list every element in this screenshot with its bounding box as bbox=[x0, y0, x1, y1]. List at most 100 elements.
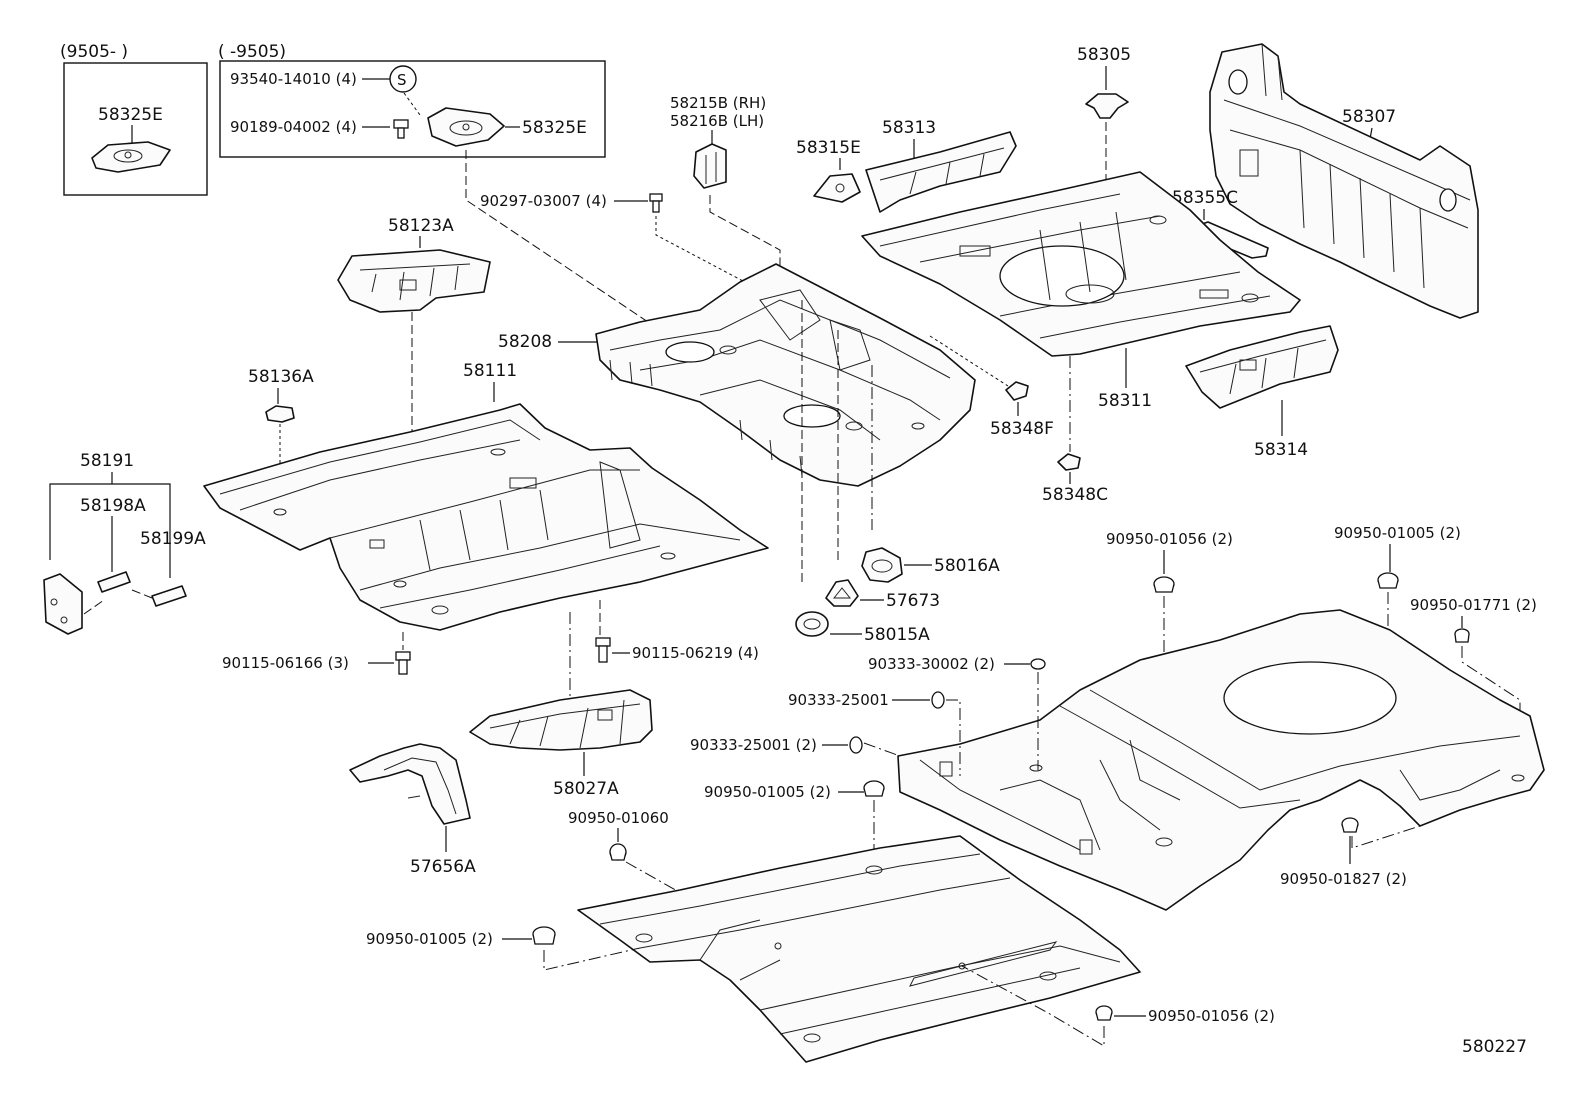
grommet-90950-01060-icon bbox=[609, 843, 627, 861]
part-58136A bbox=[265, 405, 295, 423]
label-58216B: 58216B (LH) bbox=[670, 112, 764, 130]
part-58325E bbox=[427, 107, 505, 147]
part-58325E-inset bbox=[91, 141, 171, 173]
label-90950-01771: 90950-01771 (2) bbox=[1410, 596, 1537, 614]
label-58355C: 58355C bbox=[1172, 188, 1238, 208]
label-57673: 57673 bbox=[886, 591, 940, 611]
part-58305 bbox=[1085, 93, 1129, 119]
label-90333-25001-2: 90333-25001 (2) bbox=[690, 736, 817, 754]
label-58027A: 58027A bbox=[553, 779, 619, 799]
label-58311: 58311 bbox=[1098, 391, 1152, 411]
date-range-right: ( -9505) bbox=[218, 42, 286, 62]
grommet-90950-01056-bot-icon bbox=[1095, 1005, 1113, 1021]
inset-box-right bbox=[219, 60, 606, 158]
label-90189-04002: 90189-04002 (4) bbox=[230, 118, 357, 136]
inset-box-left bbox=[63, 62, 208, 196]
guide-line bbox=[863, 742, 901, 757]
label-58208: 58208 bbox=[498, 332, 552, 352]
label-58348F: 58348F bbox=[990, 419, 1054, 439]
label-93540-14010: 93540-14010 (4) bbox=[230, 70, 357, 88]
label-58015A: 58015A bbox=[864, 625, 930, 645]
label-90333-25001: 90333-25001 bbox=[788, 691, 889, 709]
label-90115-06219: 90115-06219 (4) bbox=[632, 644, 759, 662]
part-58123A bbox=[337, 249, 491, 313]
part-58199A bbox=[151, 585, 187, 607]
label-90950-01827: 90950-01827 (2) bbox=[1280, 870, 1407, 888]
grommet-90950-01005-mid-icon bbox=[863, 780, 885, 797]
label-90115-06166: 90115-06166 (3) bbox=[222, 654, 349, 672]
label-58198A: 58198A bbox=[80, 496, 146, 516]
part-58111 bbox=[203, 403, 769, 631]
label-90950-01060: 90950-01060 bbox=[568, 809, 669, 827]
label-58348C: 58348C bbox=[1042, 485, 1108, 505]
part-57656A bbox=[349, 743, 471, 825]
label-58315E: 58315E bbox=[796, 138, 861, 158]
bracket-58191 bbox=[49, 483, 171, 578]
part-58191 bbox=[43, 573, 83, 635]
label-58215B: 58215B (RH) bbox=[670, 94, 766, 112]
label-90950-01005-top: 90950-01005 (2) bbox=[1334, 524, 1461, 542]
label-58191: 58191 bbox=[80, 451, 134, 471]
screw-90189-icon bbox=[393, 119, 409, 139]
label-58325E: 58325E bbox=[522, 118, 587, 138]
guide-line bbox=[655, 216, 761, 291]
carpet-rear bbox=[897, 609, 1545, 911]
bolt-90115-06219-icon bbox=[595, 637, 611, 663]
label-57656A: 57656A bbox=[410, 857, 476, 877]
part-58311 bbox=[861, 171, 1301, 357]
guide-line bbox=[1351, 825, 1421, 849]
guide-line bbox=[625, 861, 779, 949]
label-58136A: 58136A bbox=[248, 367, 314, 387]
grommet-90950-01771-icon bbox=[1454, 628, 1470, 643]
label-58123A: 58123A bbox=[388, 216, 454, 236]
part-58348F bbox=[1005, 381, 1029, 401]
clip-90333-25001-icon bbox=[931, 691, 945, 709]
part-58314 bbox=[1185, 325, 1339, 409]
plug-58015A bbox=[795, 611, 829, 637]
label-90950-01005-mid: 90950-01005 (2) bbox=[704, 783, 831, 801]
grommet-90950-01005-bot-icon bbox=[532, 926, 556, 945]
grommet-90950-01827-icon bbox=[1341, 817, 1359, 833]
guide-line bbox=[465, 150, 661, 331]
diagram-id: 580227 bbox=[1462, 1037, 1527, 1057]
label-58016A: 58016A bbox=[934, 556, 1000, 576]
date-range-left: (9505- ) bbox=[60, 42, 128, 62]
label-58307: 58307 bbox=[1342, 107, 1396, 127]
s-symbol-text: S bbox=[397, 71, 407, 89]
clip-90333-30002-icon bbox=[1030, 658, 1046, 670]
guide-line bbox=[403, 92, 421, 116]
label-58314: 58314 bbox=[1254, 440, 1308, 460]
label-58111: 58111 bbox=[463, 361, 517, 381]
guide-line bbox=[961, 965, 1105, 1047]
part-58313 bbox=[865, 131, 1017, 213]
grommet-90950-01056-top-icon bbox=[1153, 576, 1175, 593]
label-90297-03007: 90297-03007 (4) bbox=[480, 192, 607, 210]
label-90950-01005-bot: 90950-01005 (2) bbox=[366, 930, 493, 948]
guide-line bbox=[709, 195, 781, 275]
s-symbol: S bbox=[389, 65, 417, 93]
guide-line bbox=[83, 589, 153, 615]
part-58215B bbox=[693, 143, 727, 189]
label-90333-30002: 90333-30002 (2) bbox=[868, 655, 995, 673]
label-58325E-inset: 58325E bbox=[98, 105, 163, 125]
plug-58016A bbox=[861, 547, 903, 583]
part-58198A bbox=[97, 571, 131, 593]
label-58199A: 58199A bbox=[140, 529, 206, 549]
label-58313: 58313 bbox=[882, 118, 936, 138]
grommet-90950-01005-top-icon bbox=[1377, 572, 1399, 589]
part-58348C bbox=[1057, 453, 1081, 471]
part-58315E bbox=[813, 173, 861, 203]
guide-line bbox=[946, 699, 961, 776]
clip-90333-25001-2-icon bbox=[849, 736, 863, 754]
bolt-90297-icon bbox=[649, 193, 663, 213]
guide-line bbox=[543, 947, 641, 971]
part-58208 bbox=[595, 263, 976, 487]
carpet-front bbox=[577, 835, 1141, 1063]
guide-line bbox=[1461, 646, 1521, 780]
label-90950-01056-top: 90950-01056 (2) bbox=[1106, 530, 1233, 548]
part-58307 bbox=[1209, 43, 1479, 319]
part-58027A bbox=[469, 689, 653, 751]
label-90950-01056-bot: 90950-01056 (2) bbox=[1148, 1007, 1275, 1025]
